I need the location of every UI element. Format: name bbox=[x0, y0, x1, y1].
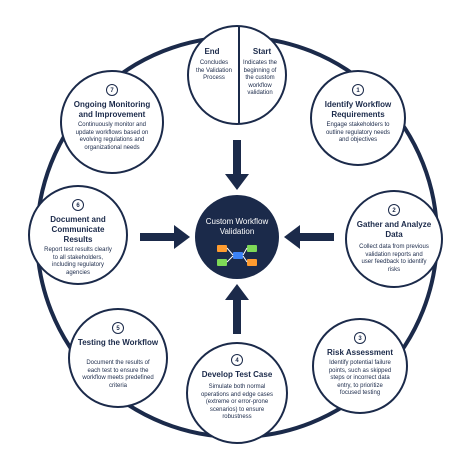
step-2-node: 2 Gather and Analyze Data Collect data f… bbox=[345, 190, 443, 288]
step-2-title: Gather and Analyze Data bbox=[356, 220, 432, 239]
step-3-title: Risk Assessment bbox=[327, 348, 393, 357]
step-4-title: Develop Test Case bbox=[201, 370, 273, 379]
step-5-desc: Document the results of each test to ens… bbox=[82, 360, 154, 389]
start-title: Start bbox=[252, 47, 272, 56]
step-6-badge: 6 bbox=[72, 199, 84, 211]
end-title: End bbox=[204, 47, 220, 56]
arrow-right bbox=[284, 225, 334, 249]
node-divider bbox=[238, 27, 240, 123]
step-1-desc: Engage stakeholders to outline regulator… bbox=[325, 122, 391, 143]
step-1-node: 1 Identify Workflow Requirements Engage … bbox=[310, 70, 406, 166]
step-7-title: Ongoing Monitoring and Improvement bbox=[73, 100, 151, 119]
node-end-start: End Concludes the Validation Process Sta… bbox=[187, 25, 287, 125]
step-5-badge: 5 bbox=[112, 322, 124, 334]
center-node: Custom Workflow Validation bbox=[195, 195, 279, 279]
step-1-badge: 1 bbox=[352, 84, 364, 96]
start-half: Start Indicates the beginning of the cus… bbox=[237, 27, 285, 123]
start-desc: Indicates the beginning of the custom wo… bbox=[242, 60, 278, 96]
arrow-top bbox=[225, 140, 249, 190]
center-label: Custom Workflow Validation bbox=[205, 217, 269, 236]
step-4-desc: Simulate both normal operations and edge… bbox=[200, 384, 274, 420]
end-desc: Concludes the Validation Process bbox=[196, 60, 232, 81]
step-5-node: 5 Testing the Workflow Document the resu… bbox=[68, 308, 168, 408]
workflow-diagram-icon bbox=[217, 245, 257, 266]
step-1-title: Identify Workflow Requirements bbox=[324, 100, 392, 119]
step-5-title: Testing the Workflow bbox=[77, 338, 159, 347]
arrow-bottom bbox=[225, 284, 249, 334]
step-3-badge: 3 bbox=[354, 332, 366, 344]
step-3-node: 3 Risk Assessment Identify potential fai… bbox=[312, 318, 408, 414]
arrow-left bbox=[140, 225, 190, 249]
step-4-badge: 4 bbox=[231, 354, 243, 366]
step-6-desc: Report test results clearly to all stake… bbox=[44, 247, 112, 276]
step-3-desc: Identify potential failure points, such … bbox=[328, 360, 392, 396]
step-2-desc: Collect data from previous validation re… bbox=[359, 244, 429, 273]
step-4-node: 4 Develop Test Case Simulate both normal… bbox=[186, 342, 288, 444]
step-6-title: Document and Communicate Results bbox=[50, 215, 106, 244]
step-7-node: 7 Ongoing Monitoring and Improvement Con… bbox=[60, 70, 164, 174]
step-7-badge: 7 bbox=[106, 84, 118, 96]
step-2-badge: 2 bbox=[388, 204, 400, 216]
step-7-desc: Continuously monitor and update workflow… bbox=[75, 122, 149, 151]
step-6-node: 6 Document and Communicate Results Repor… bbox=[28, 185, 128, 285]
end-half: End Concludes the Validation Process bbox=[189, 27, 237, 123]
